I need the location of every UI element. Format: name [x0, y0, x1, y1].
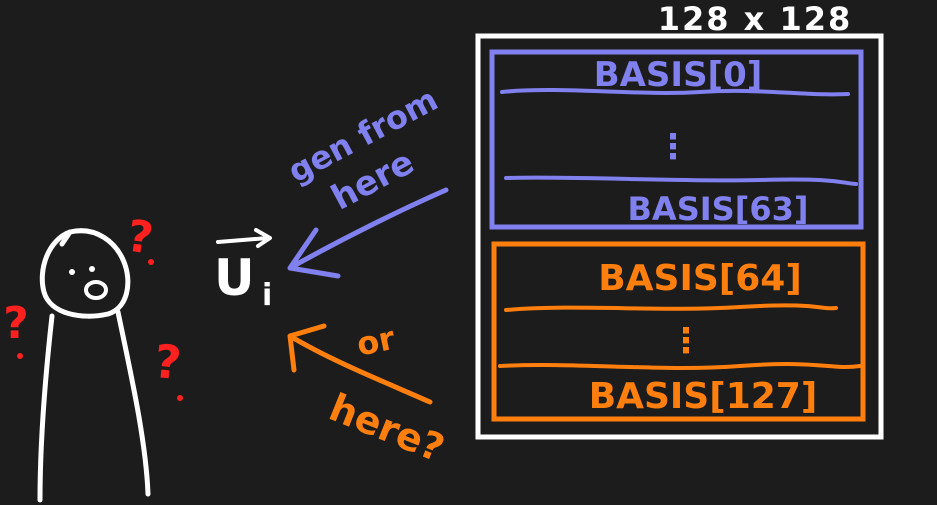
figure-right-eye	[89, 266, 95, 272]
vector-letter: U	[214, 249, 255, 307]
figure-mouth	[84, 280, 108, 300]
lower-first-row-label: BASIS[64]	[598, 258, 802, 299]
upper-dots: ⋮	[656, 127, 690, 167]
lower-basis-block: BASIS[64] ⋮ BASIS[127]	[491, 241, 866, 422]
question-mark-right: ?	[152, 334, 184, 390]
stick-figure	[37, 228, 151, 503]
question-dot-top	[148, 259, 154, 265]
lower-last-row-label: BASIS[127]	[589, 376, 818, 417]
lower-block-border	[491, 241, 866, 422]
lower-last-row-line	[498, 362, 862, 370]
vector-u-i: U i	[214, 228, 272, 313]
question-marks: ? ? ?	[3, 211, 184, 401]
question-mark-left: ?	[3, 298, 29, 349]
upper-first-row-label: BASIS[0]	[594, 55, 763, 95]
figure-head-outline	[39, 228, 131, 319]
figure-left-eye	[69, 269, 75, 275]
question-dot-right	[177, 395, 183, 401]
figure-body	[37, 309, 151, 503]
upper-last-row-label: BASIS[63]	[628, 190, 809, 228]
annotation-or-here: or here?	[287, 319, 450, 471]
lower-dots: ⋮	[669, 321, 703, 361]
matrix-outer-box	[475, 33, 884, 440]
vector-arrow-icon	[216, 228, 272, 248]
lower-first-row-line	[504, 303, 838, 312]
arrow-lower-icon	[287, 323, 433, 405]
upper-basis-block: BASIS[0] ⋮ BASIS[63]	[489, 49, 864, 230]
upper-block-border	[489, 49, 864, 230]
upper-first-row-line	[500, 88, 850, 97]
arrow-upper-icon	[287, 187, 449, 279]
matrix-size-label: 128 x 128	[658, 0, 853, 38]
annotation-lower-line2: here?	[323, 385, 450, 471]
question-dot-left	[17, 353, 23, 359]
vector-subscript: i	[262, 278, 272, 313]
annotation-gen-from-here: gen from here	[282, 80, 449, 279]
annotation-lower-line1: or	[353, 319, 398, 364]
upper-last-row-line	[504, 175, 858, 186]
question-mark-top: ?	[124, 211, 156, 265]
